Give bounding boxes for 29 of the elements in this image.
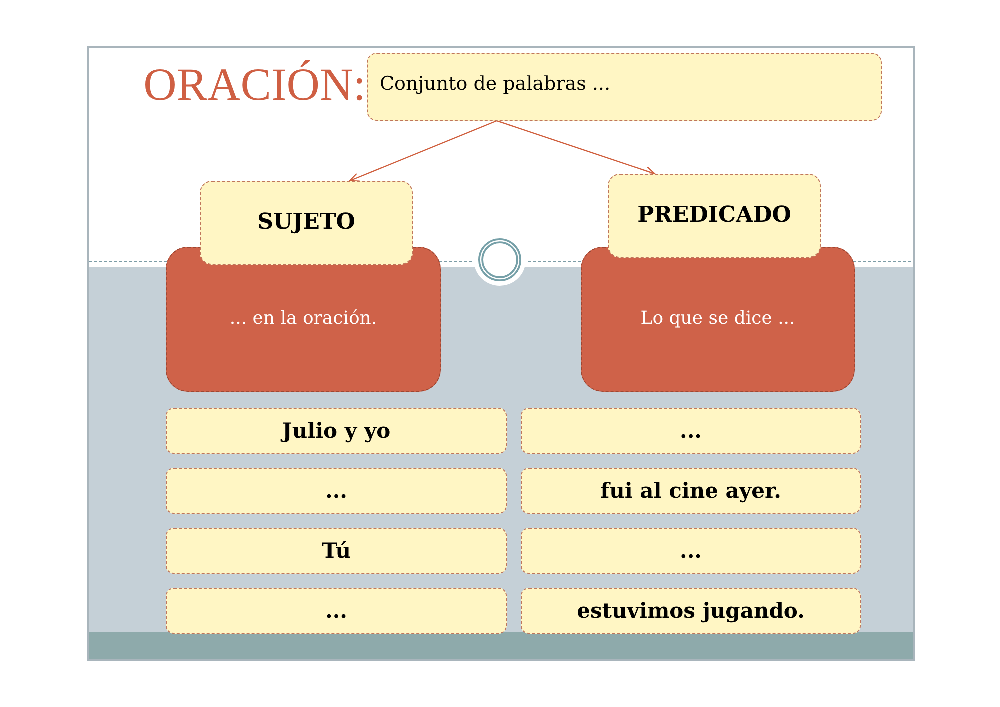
example-text: estuvimos jugando. (577, 598, 805, 624)
example-text: fui al cine ayer. (600, 478, 782, 504)
category-label: SUJETO (258, 209, 356, 237)
example-text: ... (326, 598, 348, 624)
example-box (521, 468, 861, 514)
example-box (166, 588, 507, 634)
example-text: Julio y yo (282, 418, 391, 444)
description-text: ... en la oración. (230, 308, 378, 331)
example-box (166, 468, 507, 514)
description-text: Lo que se dice ... (640, 308, 796, 331)
category-box (200, 181, 413, 265)
description-box (581, 247, 855, 392)
example-box (166, 528, 507, 574)
example-box (521, 408, 861, 454)
example-box (521, 588, 861, 634)
example-text: ... (680, 538, 702, 564)
description-box (166, 247, 441, 392)
example-box (521, 528, 861, 574)
example-box (166, 408, 507, 454)
example-text: ... (680, 418, 702, 444)
definition-box (367, 53, 882, 121)
example-text: Tú (322, 538, 351, 564)
category-label: PREDICADO (638, 202, 792, 230)
definition-text: Conjunto de palabras ... (380, 73, 611, 97)
title-heading: ORACIÓN: (142, 62, 366, 108)
arrow (349, 120, 498, 182)
category-box (608, 174, 821, 258)
example-text: ... (326, 478, 348, 504)
arrow (496, 120, 656, 176)
